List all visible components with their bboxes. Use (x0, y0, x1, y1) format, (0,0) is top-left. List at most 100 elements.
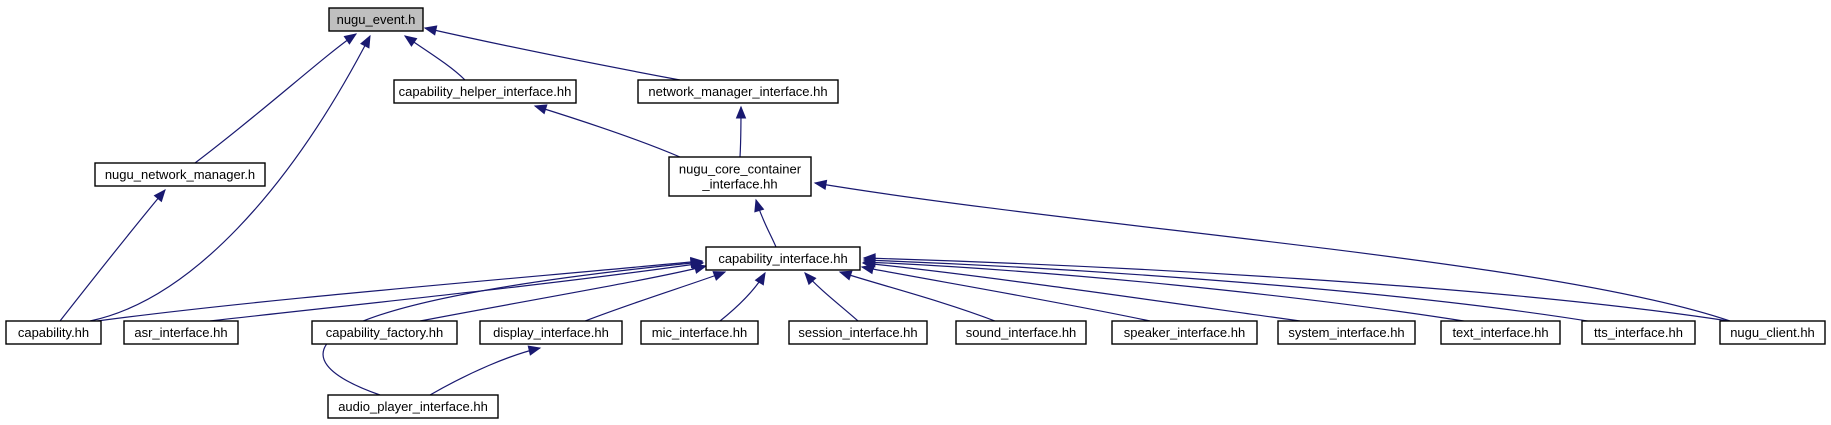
node-label: system_interface.hh (1288, 325, 1404, 340)
edge-audio_player_if-to-display_if (429, 345, 542, 396)
arrowhead (690, 257, 704, 269)
node-label: display_interface.hh (493, 325, 609, 340)
node-box[interactable] (123, 320, 239, 345)
node-label: sound_interface.hh (966, 325, 1077, 340)
edge-mic_if-to-capability_if (719, 271, 766, 322)
edge-network_manager_if-to-nugu_event (423, 25, 681, 81)
node-box[interactable] (1111, 320, 1258, 345)
arrowhead (423, 25, 438, 36)
edge-line (89, 260, 703, 323)
node-box[interactable] (327, 394, 499, 419)
node-box[interactable] (788, 320, 928, 345)
node-label: nugu_core_container (679, 162, 802, 177)
node-box[interactable] (637, 79, 839, 104)
edge-line (863, 259, 1601, 324)
node-nugu_network_manager[interactable]: nugu_network_manager.h (94, 162, 266, 187)
edge-display_if-to-capability_if (584, 271, 727, 322)
node-label: session_interface.hh (798, 325, 917, 340)
node-box[interactable] (5, 320, 102, 345)
arrowhead (804, 272, 817, 286)
arrowhead (754, 198, 765, 213)
node-label: nugu_network_manager.h (105, 167, 255, 182)
node-label: _interface.hh (701, 177, 777, 192)
node-box[interactable] (668, 156, 812, 197)
edge-line (424, 27, 681, 81)
edge-line (863, 261, 1471, 323)
node-capability_if[interactable]: capability_interface.hh (705, 246, 861, 271)
edge-nugu_core_container-to-capability_helper (533, 104, 681, 158)
node-label: speaker_interface.hh (1124, 325, 1245, 340)
node-speaker_if[interactable]: speaker_interface.hh (1111, 320, 1258, 345)
edge-sound_if-to-capability_if (838, 270, 996, 322)
node-box[interactable] (1581, 320, 1696, 345)
edge-line (89, 35, 371, 322)
edge-capability_factory-to-capability_if (419, 263, 708, 322)
node-box[interactable] (393, 79, 577, 104)
node-box[interactable] (94, 162, 266, 187)
node-nugu_client[interactable]: nugu_client.hh (1719, 320, 1826, 345)
node-display_if[interactable]: display_interface.hh (479, 320, 623, 345)
edge-nugu_client-to-nugu_core_container (813, 179, 1731, 322)
edge-system_if-to-capability_if (861, 258, 1301, 322)
edge-session_if-to-capability_if (804, 272, 859, 322)
node-box[interactable] (479, 320, 623, 345)
edge-line (534, 105, 681, 158)
node-box[interactable] (705, 246, 861, 271)
arrowhead (838, 270, 853, 281)
node-capability[interactable]: capability.hh (5, 320, 102, 345)
node-box[interactable] (1719, 320, 1826, 345)
node-capability_helper[interactable]: capability_helper_interface.hh (393, 79, 577, 104)
arrowhead (533, 104, 548, 115)
arrowhead (360, 34, 371, 49)
edge-line (862, 262, 1301, 322)
edge-line (419, 265, 707, 322)
node-nugu_event[interactable]: nugu_event.h (328, 7, 424, 32)
edge-line (863, 257, 1736, 323)
node-box[interactable] (955, 320, 1087, 345)
node-session_if[interactable]: session_interface.hh (788, 320, 928, 345)
edges-layer (59, 25, 1736, 396)
node-nugu_core_container[interactable]: nugu_core_container_interface.hh (668, 156, 812, 197)
arrowhead (862, 253, 876, 264)
node-box[interactable] (311, 320, 458, 345)
edge-capability-to-capability_if (89, 256, 704, 323)
node-box[interactable] (328, 7, 424, 32)
node-network_manager_if[interactable]: network_manager_interface.hh (637, 79, 839, 104)
node-label: capability_interface.hh (718, 251, 847, 266)
node-label: nugu_event.h (337, 12, 416, 27)
arrowhead (813, 179, 828, 191)
edge-capability-to-nugu_network_manager (59, 188, 166, 322)
node-label: mic_interface.hh (652, 325, 747, 340)
node-tts_if[interactable]: tts_interface.hh (1581, 320, 1696, 345)
node-mic_if[interactable]: mic_interface.hh (640, 320, 759, 345)
arrowhead (693, 263, 708, 274)
node-label: network_manager_interface.hh (648, 84, 827, 99)
arrowhead (712, 271, 727, 281)
edge-capability_helper-to-nugu_event (403, 35, 466, 81)
node-capability_factory[interactable]: capability_factory.hh (311, 320, 458, 345)
node-label: tts_interface.hh (1594, 325, 1683, 340)
node-box[interactable] (640, 320, 759, 345)
arrowhead (153, 188, 166, 203)
edge-line (814, 182, 1731, 322)
edge-nugu_network_manager-to-nugu_event (194, 33, 358, 164)
edge-line (861, 266, 1151, 322)
edge-capability_if-to-nugu_core_container (754, 198, 777, 248)
arrowhead (735, 105, 747, 119)
arrowhead (754, 271, 766, 286)
node-label: capability.hh (18, 325, 89, 340)
edge-line (209, 262, 704, 322)
node-label: asr_interface.hh (134, 325, 227, 340)
node-audio_player_if[interactable]: audio_player_interface.hh (327, 394, 499, 419)
node-box[interactable] (1440, 320, 1561, 345)
node-text_if[interactable]: text_interface.hh (1440, 320, 1561, 345)
node-sound_if[interactable]: sound_interface.hh (955, 320, 1087, 345)
node-box[interactable] (1277, 320, 1416, 345)
node-asr_if[interactable]: asr_interface.hh (123, 320, 239, 345)
node-system_if[interactable]: system_interface.hh (1277, 320, 1416, 345)
node-label: nugu_client.hh (1730, 325, 1815, 340)
edge-line (584, 271, 726, 322)
arrowhead (403, 35, 418, 47)
edge-line (429, 347, 541, 396)
